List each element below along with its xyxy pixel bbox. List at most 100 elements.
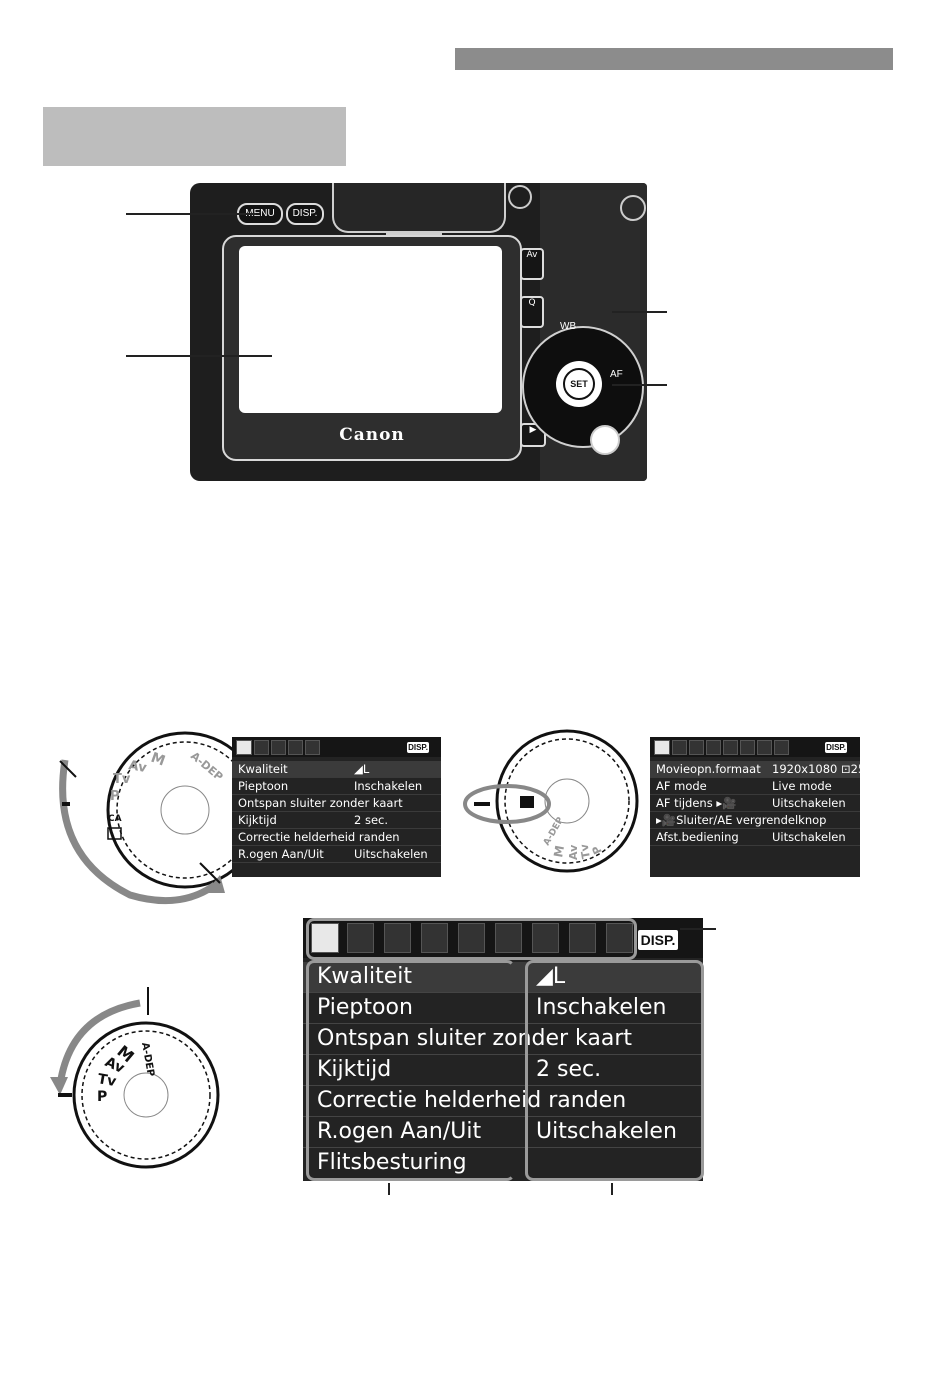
dial-label-tv: Tv xyxy=(577,842,592,860)
tab-setup-2[interactable] xyxy=(305,740,320,755)
af-point-button[interactable] xyxy=(620,195,646,221)
menu-row-value: Uitschakelen xyxy=(536,1119,677,1144)
menu-row[interactable]: ▸🎥Sluiter/AE vergrendelknop xyxy=(650,812,860,829)
lcd-frame: Canon xyxy=(222,235,522,461)
menu-row-label: Ontspan sluiter zonder kaart xyxy=(317,1026,633,1051)
menu-row-label: Correctie helderheid randen xyxy=(317,1088,627,1113)
av-button[interactable]: Av xyxy=(520,248,544,280)
tab-setup-1[interactable] xyxy=(495,923,522,953)
menu-row-label: R.ogen Aan/Uit xyxy=(317,1119,482,1144)
dial-label-tv: Tv xyxy=(113,772,131,787)
callout-line-set xyxy=(612,311,667,313)
dial-label-av: Av xyxy=(567,844,580,860)
callout-line-cross xyxy=(612,384,667,386)
live-view-button[interactable] xyxy=(508,185,532,209)
menu-row-value: 1920x1080 ⊡25 xyxy=(772,762,866,776)
tab-movie-2[interactable] xyxy=(672,740,687,755)
q-button[interactable]: Q xyxy=(520,296,544,328)
callout-line-values xyxy=(611,1183,613,1195)
menu-tab-bar: DISP. xyxy=(650,737,860,757)
lcd-screen xyxy=(239,246,502,413)
tab-setup-3[interactable] xyxy=(774,740,789,755)
menu-row[interactable]: Correctie helderheid randen xyxy=(232,829,441,846)
dial-label-p: P xyxy=(110,789,120,804)
menu-row[interactable]: R.ogen Aan/Uit Uitschakelen xyxy=(303,1117,703,1148)
mode-dial-movie-illustration: A-DEP M Av Tv P xyxy=(463,729,639,873)
tab-setup-2[interactable] xyxy=(532,923,559,953)
dial-label-m: M xyxy=(149,750,168,770)
tab-setup-1[interactable] xyxy=(740,740,755,755)
callout-line-tabs xyxy=(680,928,716,930)
menu-row-label: Afst.bediening xyxy=(656,830,739,844)
menu-row[interactable]: Movieopn.formaat 1920x1080 ⊡25 xyxy=(650,761,865,778)
tab-shooting-1[interactable] xyxy=(236,740,252,755)
section-title-box xyxy=(43,107,346,166)
tab-movie-1[interactable] xyxy=(654,740,670,755)
movie-icon xyxy=(520,796,534,808)
menu-row[interactable]: Kwaliteit◢L xyxy=(303,962,703,993)
set-button[interactable]: SET xyxy=(556,361,602,407)
menu-row-value: Inschakelen xyxy=(354,779,423,793)
tab-shooting-3[interactable] xyxy=(384,923,411,953)
movie-mode-highlight xyxy=(463,784,551,824)
menu-row[interactable]: Kwaliteit◢L xyxy=(232,761,441,778)
tab-my-menu[interactable] xyxy=(606,923,633,953)
tab-shooting-2[interactable] xyxy=(254,740,269,755)
callout-line-items xyxy=(388,1183,390,1195)
af-label: AF xyxy=(610,369,623,380)
brand-logo: Canon xyxy=(339,425,405,445)
menu-row[interactable]: Correctie helderheid randen xyxy=(303,1086,703,1117)
mode-dial-center xyxy=(160,785,210,835)
disp-button[interactable]: DISP. xyxy=(286,203,324,225)
menu-row[interactable]: Pieptoon Inschakelen xyxy=(232,778,441,795)
menu-row-label: Kwaliteit xyxy=(238,762,288,776)
mode-dial-center xyxy=(123,1072,169,1118)
dial-tick-start xyxy=(59,760,77,778)
wb-label: WB xyxy=(560,321,577,332)
tab-setup-3[interactable] xyxy=(569,923,596,953)
menu-row-value: Uitschakelen xyxy=(354,847,428,861)
menu-row[interactable]: AF tijdens ▸🎥Uitschakelen xyxy=(650,795,860,812)
mode-dial-knurl xyxy=(116,741,240,879)
menu-row-label: Movieopn.formaat xyxy=(656,762,761,776)
tab-playback-1[interactable] xyxy=(706,740,721,755)
menu-row-label: Kijktijd xyxy=(238,813,277,827)
tab-playback-2[interactable] xyxy=(723,740,738,755)
tab-playback-2[interactable] xyxy=(458,923,485,953)
mode-dial-illustration: A-DEP M Av Tv P CA xyxy=(59,731,240,905)
tab-shooting-1[interactable] xyxy=(311,923,339,953)
tab-playback-1[interactable] xyxy=(421,923,448,953)
menu-row-value: Uitschakelen xyxy=(772,796,846,810)
tab-playback-1[interactable] xyxy=(271,740,286,755)
menu-row-label: ▸🎥Sluiter/AE vergrendelknop xyxy=(656,813,827,827)
tab-movie-3[interactable] xyxy=(689,740,704,755)
menu-screen-movie: DISP. Movieopn.formaat 1920x1080 ⊡25 AF m… xyxy=(650,737,865,877)
tab-shooting-2[interactable] xyxy=(347,923,374,953)
erase-button[interactable] xyxy=(590,425,620,455)
menu-row[interactable]: Ontspan sluiter zonder kaart xyxy=(303,1024,703,1055)
callout-line-lcd xyxy=(126,355,272,357)
full-auto-icon xyxy=(107,827,122,840)
tab-setup-1[interactable] xyxy=(288,740,303,755)
menu-row-label: Pieptoon xyxy=(238,779,289,793)
disp-badge: DISP. xyxy=(638,930,678,950)
dial-label-ca: CA xyxy=(108,814,122,824)
tab-setup-2[interactable] xyxy=(757,740,772,755)
menu-button[interactable]: MENU xyxy=(237,203,283,225)
menu-row-label: Kwaliteit xyxy=(317,964,413,989)
menu-row-label: R.ogen Aan/Uit xyxy=(238,847,324,861)
menu-row[interactable]: Ontspan sluiter zonder kaart xyxy=(232,795,441,812)
mode-dial-knurl xyxy=(81,1030,211,1160)
menu-tab-bar: DISP. xyxy=(303,918,703,958)
mode-dial-creative-illustration: A-DEP M Av Tv P xyxy=(50,987,220,1169)
menu-row[interactable]: R.ogen Aan/Uit Uitschakelen xyxy=(232,846,441,863)
menu-row[interactable]: Flitsbesturing xyxy=(303,1148,703,1178)
menu-row-label: Pieptoon xyxy=(317,995,413,1020)
menu-row-label: Ontspan sluiter zonder kaart xyxy=(238,796,403,810)
